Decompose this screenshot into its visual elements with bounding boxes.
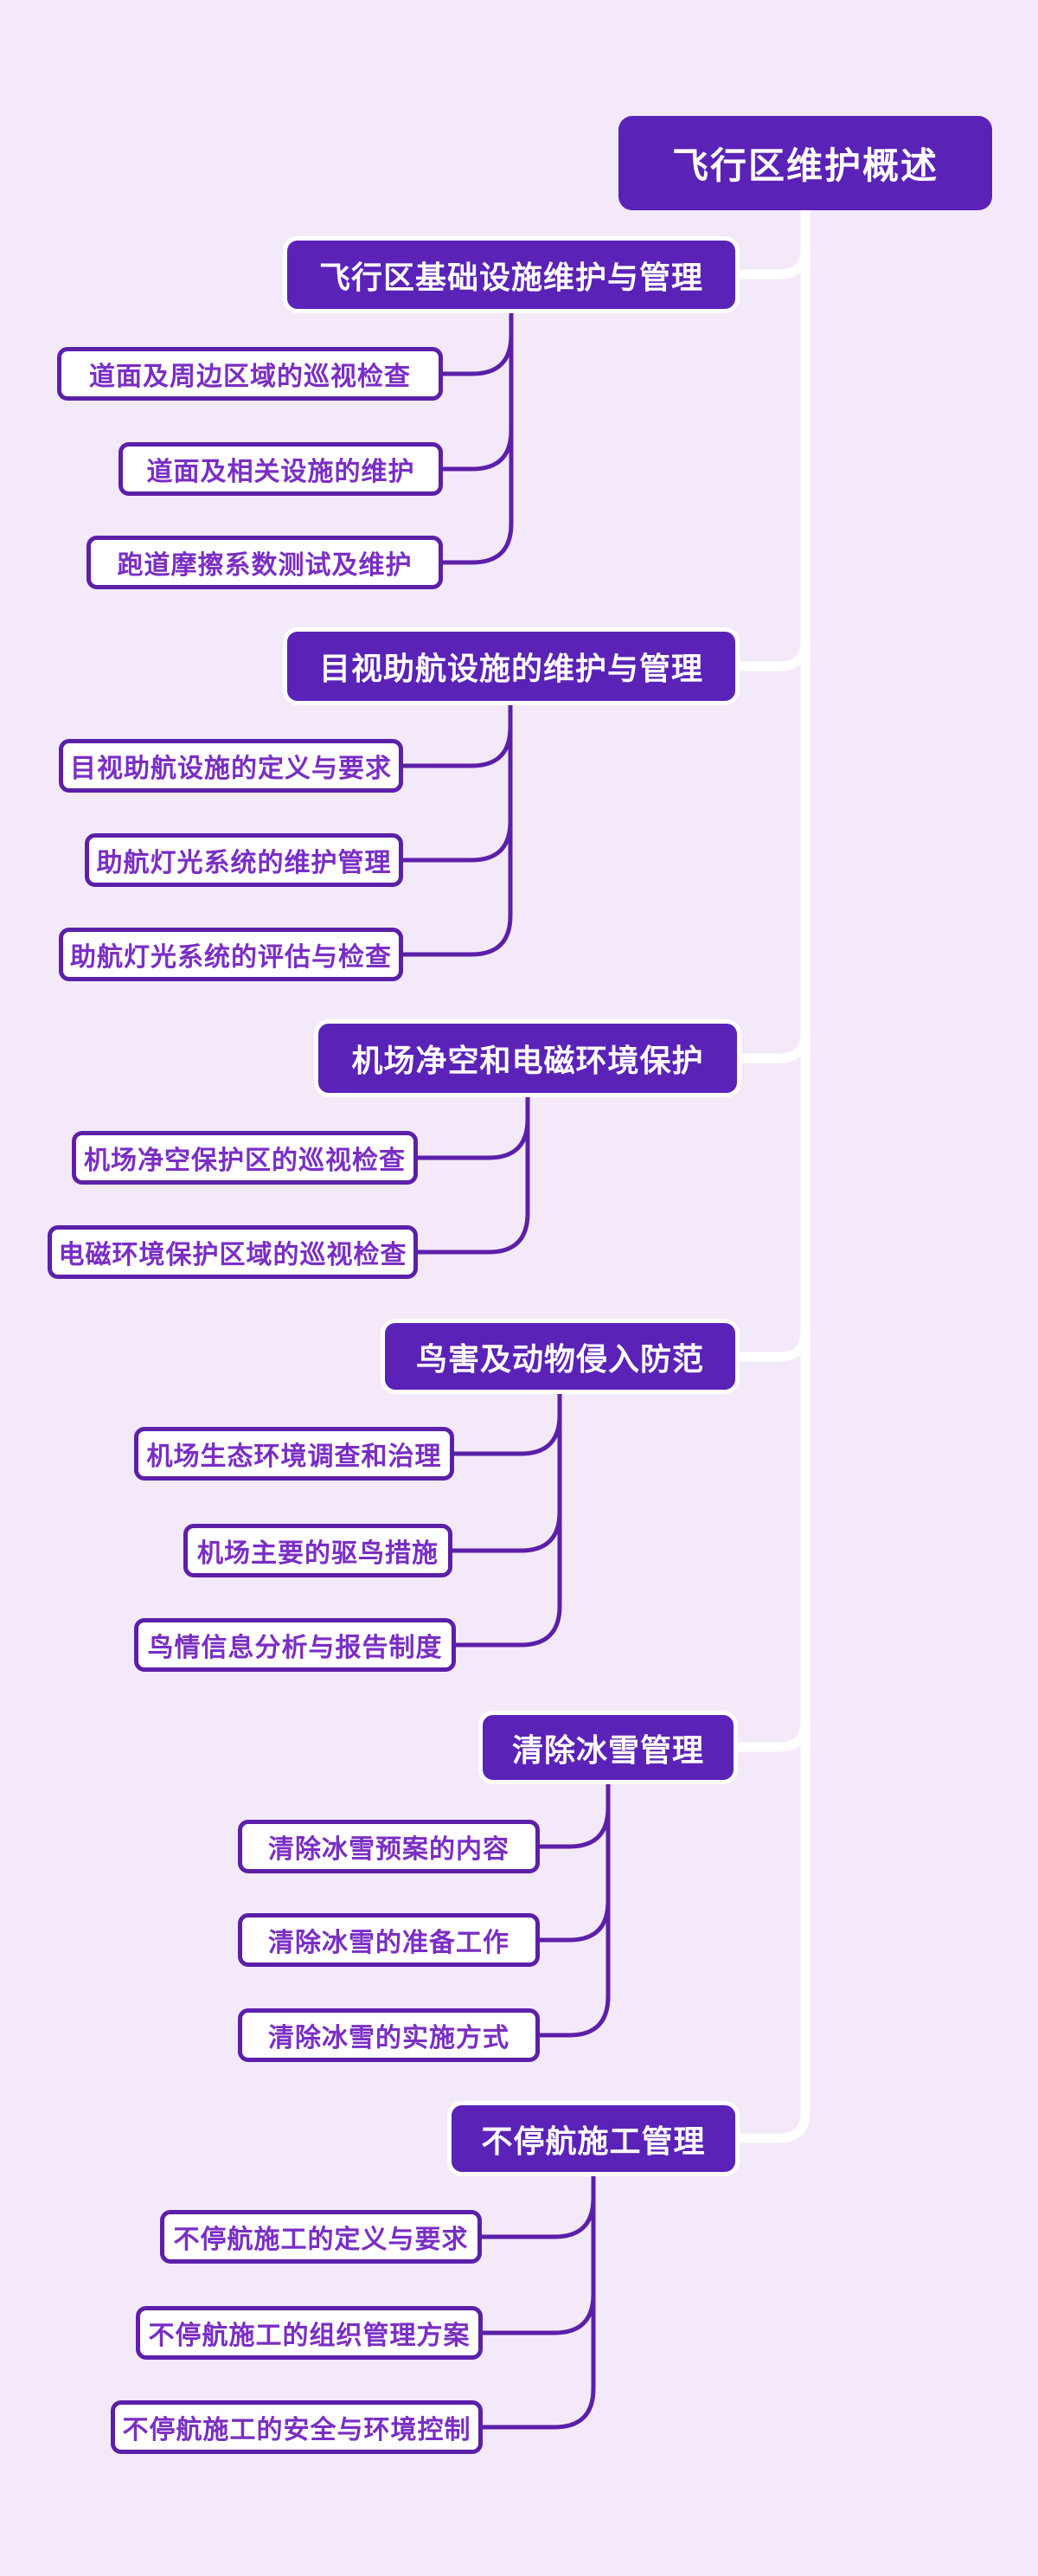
branch-node-1[interactable]: 飞行区基础设施维护与管理 <box>287 241 735 309</box>
child-node-2-2[interactable]: 助航灯光系统的维护管理 <box>85 833 403 887</box>
child-node-1-2[interactable]: 道面及相关设施的维护 <box>119 442 443 496</box>
child-node-2-3[interactable]: 助航灯光系统的评估与检查 <box>59 928 403 981</box>
child-connectors <box>400 306 611 2430</box>
child-node-5-3[interactable]: 清除冰雪的实施方式 <box>238 2008 540 2062</box>
child-node-2-1[interactable]: 目视助航设施的定义与要求 <box>59 739 403 793</box>
child-node-4-3[interactable]: 鸟情信息分析与报告制度 <box>134 1618 456 1672</box>
child-node-4-1[interactable]: 机场生态环境调查和治理 <box>134 1427 454 1481</box>
child-node-6-1[interactable]: 不停航施工的定义与要求 <box>160 2210 482 2264</box>
branch-node-2[interactable]: 目视助航设施的维护与管理 <box>287 632 735 701</box>
child-node-3-2[interactable]: 电磁环境保护区域的巡视检查 <box>48 1225 418 1279</box>
child-node-1-1[interactable]: 道面及周边区域的巡视检查 <box>57 347 443 401</box>
branch-node-6[interactable]: 不停航施工管理 <box>452 2105 735 2172</box>
child-node-4-2[interactable]: 机场主要的驱鸟措施 <box>183 1524 452 1577</box>
root-node[interactable]: 飞行区维护概述 <box>618 116 992 210</box>
child-node-1-3[interactable]: 跑道摩擦系数测试及维护 <box>86 536 443 589</box>
child-node-6-3[interactable]: 不停航施工的安全与环境控制 <box>111 2400 483 2454</box>
root-trunk <box>728 202 811 2143</box>
child-node-5-1[interactable]: 清除冰雪预案的内容 <box>238 1820 540 1873</box>
branch-node-4[interactable]: 鸟害及动物侵入防范 <box>385 1323 735 1390</box>
child-node-6-2[interactable]: 不停航施工的组织管理方案 <box>136 2306 483 2360</box>
branch-node-5[interactable]: 清除冰雪管理 <box>483 1715 734 1780</box>
branch-node-3[interactable]: 机场净空和电磁环境保护 <box>318 1024 737 1093</box>
child-node-3-1[interactable]: 机场净空保护区的巡视检查 <box>72 1131 418 1185</box>
child-node-5-2[interactable]: 清除冰雪的准备工作 <box>238 1913 540 1967</box>
